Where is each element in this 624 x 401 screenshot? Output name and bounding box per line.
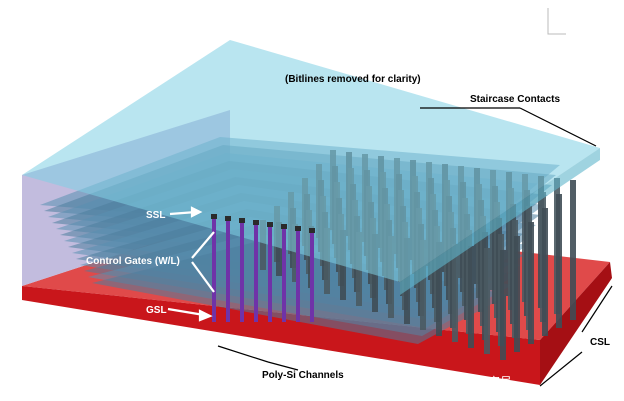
cg-arrow-line-1 <box>191 231 215 259</box>
staircase-contact-pillar <box>260 220 266 270</box>
csl-leader-1 <box>581 285 613 333</box>
staircase-contact-pillar <box>556 194 562 328</box>
poly-si-channel-pillar <box>240 222 244 322</box>
label-arrows <box>167 206 215 322</box>
poly-si-leader-2 <box>267 361 299 371</box>
substrate-side <box>540 262 612 385</box>
channel-cap <box>253 220 259 225</box>
csl-label: CSL <box>590 337 610 348</box>
top-plate-right <box>400 148 600 295</box>
top-plate <box>22 40 600 282</box>
poly-si-channel-pillar <box>296 230 300 322</box>
poly-si-channel-pillar <box>212 218 216 322</box>
poly-si-channel-pillar <box>254 224 258 322</box>
csl-leader-2 <box>539 351 583 387</box>
substrate-front <box>22 286 540 385</box>
leader-lines <box>217 107 613 387</box>
staircase-contact-pillar <box>528 222 534 344</box>
gsl-arrow-line <box>167 307 205 317</box>
poly-si-label: Poly-Si Channels <box>262 370 344 381</box>
page-corner-mark <box>547 8 566 35</box>
staircase-label: Staircase Contacts <box>470 94 560 105</box>
staircase-contact-pillar <box>484 248 490 354</box>
staircase-contact-pillar <box>570 180 576 320</box>
channel-cap <box>239 218 245 223</box>
control-gates-label: Control Gates (W/L) <box>86 256 180 267</box>
poly-si-channel-pillar <box>268 226 272 322</box>
staircase-contact-pillar <box>500 250 506 360</box>
poly-si-leader-1 <box>217 345 269 363</box>
poly-si-channel-pillar <box>226 220 230 322</box>
staircase-contact-pillar <box>436 242 442 336</box>
gsl-label: GSL <box>146 305 167 316</box>
ssl-label: SSL <box>146 210 165 221</box>
staircase-contact-pillar <box>514 236 520 352</box>
staircase-contact-pillar <box>292 224 298 282</box>
staircase-contact-pillar <box>468 246 474 348</box>
channel-cap <box>309 228 315 233</box>
staircase-contact-pillar <box>452 244 458 342</box>
staircase-leader-2 <box>519 107 597 147</box>
poly-si-channel-pillars <box>211 214 315 322</box>
gsl-arrow-head <box>198 309 213 322</box>
staircase-contact-pillar <box>420 240 426 330</box>
channel-cap <box>267 222 273 227</box>
channel-cap <box>211 214 217 219</box>
cg-arrow-line-2 <box>191 261 215 293</box>
staircase-contact-pillar <box>542 208 548 336</box>
channel-cap <box>225 216 231 221</box>
channel-cap <box>281 224 287 229</box>
channel-cap <box>295 226 301 231</box>
staircase-contact-pillar <box>276 222 282 276</box>
bitlines-note-label: (Bitlines removed for clarity) <box>285 74 421 85</box>
watermark-label: 百家号 <box>476 374 512 389</box>
poly-si-channel-pillar <box>282 228 286 322</box>
poly-si-channel-pillar <box>310 232 314 322</box>
ssl-arrow-head <box>190 206 203 218</box>
